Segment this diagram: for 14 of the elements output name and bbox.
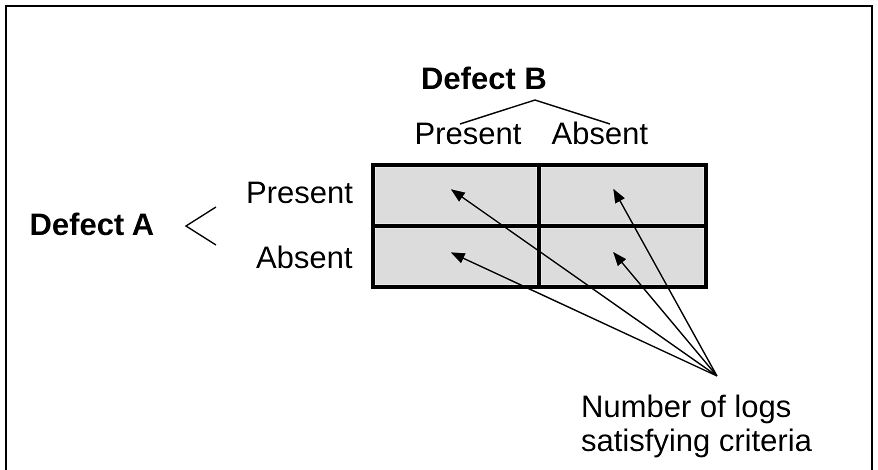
leader-line <box>450 252 718 377</box>
row-group-heading: Defect A <box>30 207 154 243</box>
column-group-heading: Defect B <box>421 61 547 97</box>
row-heading: Present <box>246 175 353 211</box>
table-cell <box>373 165 539 226</box>
column-heading: Absent <box>552 116 648 152</box>
row-heading: Absent <box>256 240 353 276</box>
callout-text: Number of logs satisfying criteria <box>581 390 861 458</box>
leader-line <box>613 252 718 376</box>
table-cell <box>373 226 539 287</box>
table-cell <box>539 165 706 226</box>
column-heading: Present <box>414 116 522 152</box>
table-cell <box>539 226 706 287</box>
leader-line <box>613 188 718 376</box>
